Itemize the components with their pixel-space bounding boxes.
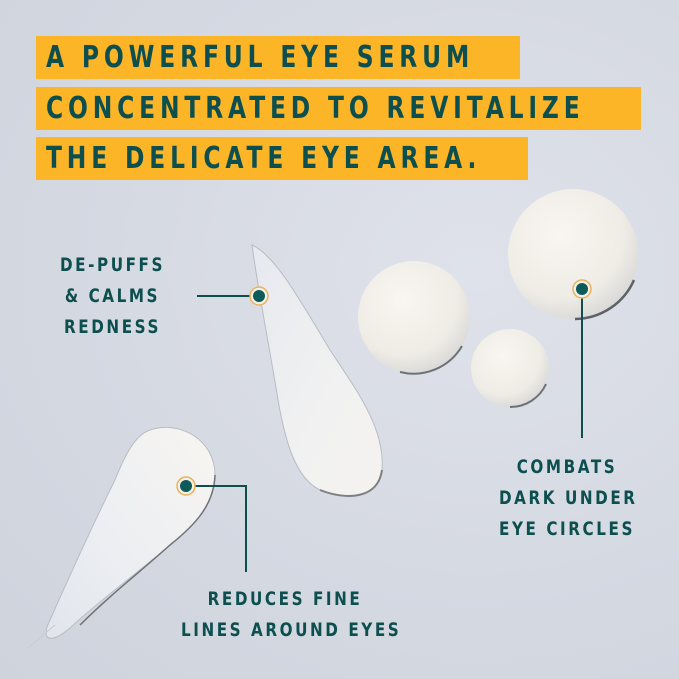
headline-line-3: THE DELICATE EYE AREA. [36,137,528,180]
callout-reduces: REDUCES FINE LINES AROUND EYES [155,584,415,646]
callout-line: REDNESS [64,316,161,338]
callout-depuffs: DE-PUFFS & CALMS REDNESS [35,250,190,343]
marker-dot-icon [249,286,269,306]
callout-line: EYE CIRCLES [499,518,635,540]
serum-drop-small [471,329,549,409]
callout-line: & CALMS [64,285,161,307]
headline-line-1: A POWERFUL EYE SERUM [36,36,520,79]
leader-line-reduces [195,485,247,572]
serum-smear-bottom [27,426,216,649]
marker-dot-icon [572,279,592,299]
serum-drop-large [508,189,638,321]
callout-line: LINES AROUND EYES [181,619,402,641]
callout-line: DE-PUFFS [60,254,165,276]
callout-line: COMBATS [516,456,618,478]
serum-smear-long [251,244,383,497]
callout-line: DARK UNDER [499,487,638,509]
marker-dot-icon [176,476,196,496]
serum-drop-medium [358,261,470,375]
callout-line: REDUCES FINE [207,588,363,610]
headline-line-2: CONCENTRATED TO REVITALIZE [36,87,641,130]
callout-combats: COMBATS DARK UNDER EYE CIRCLES [482,452,652,545]
